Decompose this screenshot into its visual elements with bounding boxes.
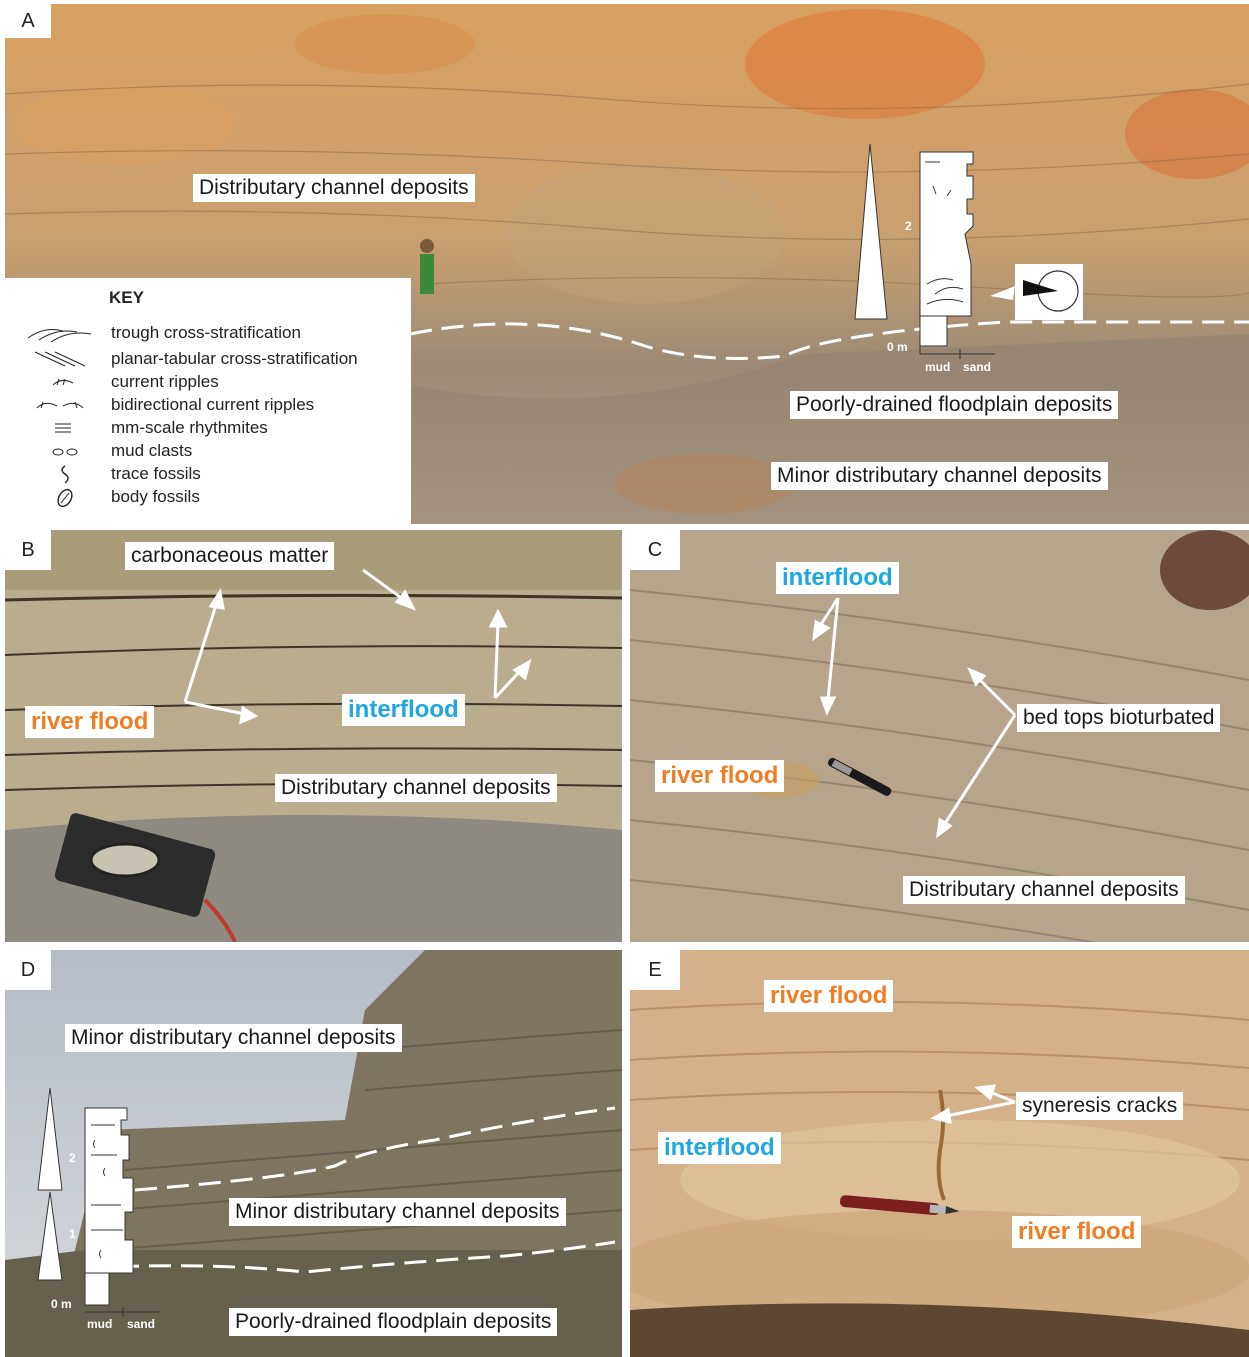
panel-label-d: D bbox=[5, 950, 51, 990]
planar-tabular-cross-stratification-icon bbox=[34, 351, 86, 367]
trace-fossils-icon bbox=[61, 465, 69, 484]
key-title: KEY bbox=[109, 288, 144, 307]
label-distributary-channel: Distributary channel deposits bbox=[275, 774, 557, 802]
label-minor-distributary: Minor distributary channel deposits bbox=[771, 462, 1108, 490]
label-bed-tops-bioturbated: bed tops bioturbated bbox=[1017, 704, 1221, 732]
label-river-flood-top: river flood bbox=[764, 980, 894, 1012]
bidirectional-current-ripples-icon bbox=[36, 401, 84, 409]
panel-a: 2 0 m mud sand A Distributary channel de… bbox=[5, 4, 1249, 524]
label-interflood: interflood bbox=[776, 562, 899, 594]
panel-c-photo bbox=[630, 530, 1249, 942]
label-syneresis-cracks: syneresis cracks bbox=[1016, 1092, 1184, 1120]
panel-c: C interflood bed tops bioturbated river … bbox=[630, 530, 1249, 942]
panel-d: 2 1 0 m mud sand D Minor distributary ch… bbox=[5, 950, 622, 1357]
key-item-label: current ripples bbox=[111, 372, 219, 391]
key-legend: KEY trough cross-stratification planar-t… bbox=[5, 278, 411, 524]
key-item-label: trace fossils bbox=[111, 464, 201, 483]
label-river-flood: river flood bbox=[25, 706, 155, 738]
key-item-label: trough cross-stratification bbox=[111, 323, 301, 342]
key-item-label: bidirectional current ripples bbox=[111, 395, 315, 414]
label-distributary-channel: Distributary channel deposits bbox=[193, 174, 475, 202]
label-poorly-drained-floodplain: Poorly-drained floodplain deposits bbox=[229, 1308, 558, 1336]
key-item-label: mm-scale rhythmites bbox=[111, 418, 268, 437]
rhythmites-icon bbox=[55, 423, 71, 433]
label-minor-distributary-middle: Minor distributary channel deposits bbox=[229, 1198, 566, 1226]
panel-b: B carbonaceous matter river flood interf… bbox=[5, 530, 622, 942]
body-fossils-icon bbox=[57, 488, 73, 508]
key-item-label: mud clasts bbox=[111, 441, 193, 460]
label-interflood: interflood bbox=[342, 694, 465, 726]
label-poorly-drained-floodplain: Poorly-drained floodplain deposits bbox=[790, 391, 1119, 419]
key-item-label: planar-tabular cross-stratification bbox=[111, 349, 358, 368]
pencil-icon bbox=[840, 1195, 960, 1216]
label-interflood: interflood bbox=[658, 1132, 781, 1164]
panel-label-a: A bbox=[5, 4, 51, 38]
label-minor-distributary-upper: Minor distributary channel deposits bbox=[65, 1024, 402, 1052]
key-item-label: body fossils bbox=[111, 487, 200, 506]
panel-d-photo bbox=[5, 950, 622, 1357]
panel-e: E river flood syneresis cracks interfloo… bbox=[630, 950, 1249, 1357]
label-river-flood-bottom: river flood bbox=[1012, 1216, 1142, 1248]
current-ripples-icon bbox=[52, 378, 74, 386]
pen-icon bbox=[828, 757, 892, 796]
panel-label-c: C bbox=[630, 530, 680, 570]
label-distributary-channel: Distributary channel deposits bbox=[903, 876, 1185, 904]
panel-label-b: B bbox=[5, 530, 51, 570]
label-carbonaceous-matter: carbonaceous matter bbox=[125, 542, 335, 570]
trough-cross-stratification-icon bbox=[27, 329, 92, 343]
mud-clasts-icon bbox=[52, 448, 78, 456]
panel-label-e: E bbox=[630, 950, 680, 990]
label-river-flood: river flood bbox=[655, 760, 785, 792]
